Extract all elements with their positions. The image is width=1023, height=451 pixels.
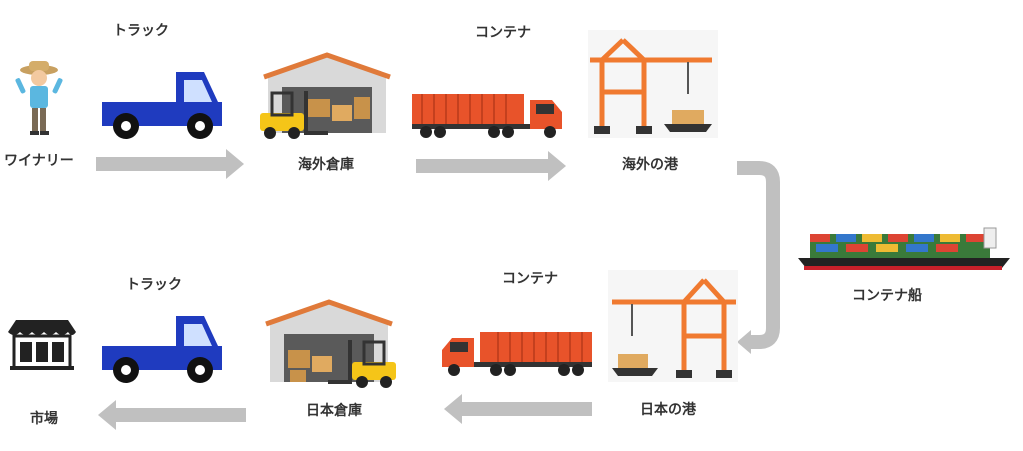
winery-label: ワイナリー: [4, 153, 74, 169]
japan-warehouse-label: 日本倉庫: [306, 403, 362, 419]
arrow-left-icon: [442, 394, 594, 424]
arrow-left-icon: [96, 400, 248, 430]
arrow-right-icon: [416, 151, 568, 181]
container-top-label: コンテナ: [475, 25, 531, 41]
market-label: 市場: [30, 411, 58, 427]
warehouse-forklift-icon: [260, 299, 398, 390]
overseas-warehouse-label: 海外倉庫: [298, 157, 354, 173]
truck-top-label: トラック: [113, 23, 169, 39]
container-ship-label: コンテナ船: [852, 288, 922, 304]
pickup-truck-icon: [100, 312, 225, 384]
warehouse-forklift-icon: [258, 52, 396, 141]
port-crane-icon: [588, 30, 718, 138]
arrow-right-icon: [96, 149, 246, 179]
container-truck-icon: [434, 330, 594, 378]
truck-bottom-label: トラック: [126, 277, 182, 293]
container-bottom-label: コンテナ: [502, 271, 558, 287]
container-ship-icon: [796, 224, 1012, 272]
pickup-truck-icon: [100, 68, 225, 140]
port-crane-icon: [608, 270, 738, 382]
overseas-port-label: 海外の港: [622, 157, 678, 173]
curved-arrow-icon: [737, 158, 787, 358]
farmer-icon: [14, 58, 64, 138]
japan-port-label: 日本の港: [640, 402, 696, 418]
shop-icon: [6, 318, 78, 372]
container-truck-icon: [410, 92, 566, 140]
